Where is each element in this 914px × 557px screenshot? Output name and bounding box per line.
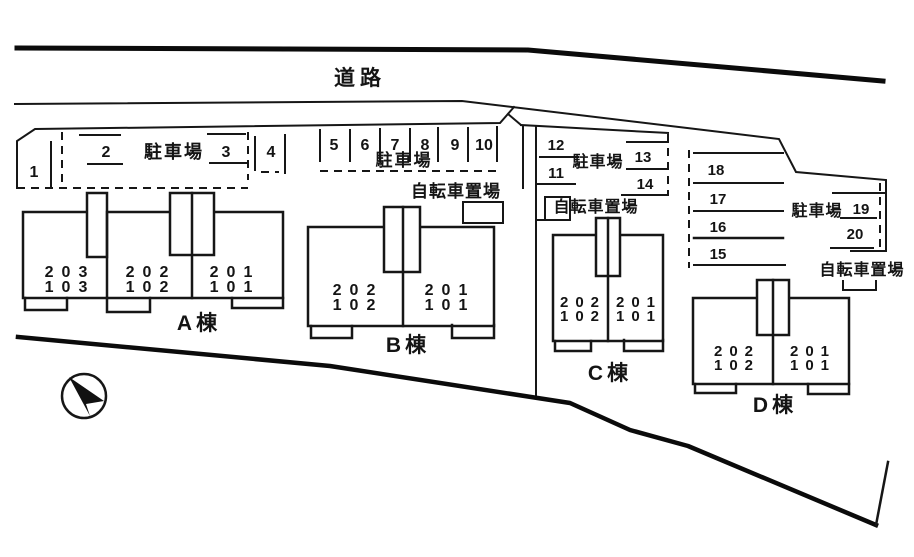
compass-needle	[69, 377, 104, 416]
compass-circle	[60, 372, 108, 420]
road-north-edge-line	[14, 45, 886, 84]
road-south-edge-line	[13, 99, 887, 252]
building-a-name: A棟	[177, 311, 221, 335]
parking-lot-label-c: 駐車場	[572, 152, 623, 171]
parking-space-17: 17	[710, 191, 727, 208]
parking-space-13: 13	[635, 149, 652, 166]
southeast-corner-line	[874, 460, 890, 527]
parking-space-18: 18	[708, 162, 725, 179]
building-a: 203 103 202 102 201 101 A棟	[21, 191, 285, 335]
parking-c-top-line	[519, 123, 670, 135]
parking-lot-label-west: 駐車場	[144, 141, 204, 162]
parking-space-8: 8	[421, 137, 430, 154]
parking-space-20: 20	[847, 226, 864, 243]
building-c-entrance	[622, 338, 665, 353]
room-number: 201	[790, 343, 836, 360]
building-c-entrance	[553, 339, 593, 353]
building-d-entrance	[806, 382, 851, 396]
road-label: 道路	[334, 66, 386, 90]
building-c: 202 102 201 101 C棟	[551, 216, 665, 385]
parking-space-1: 1	[30, 164, 39, 181]
parking-lot-label-mid: 駐車場	[376, 150, 433, 170]
parking-space-12: 12	[548, 137, 565, 154]
parking-space-6: 6	[361, 137, 370, 154]
room-number: 103	[45, 279, 96, 296]
parking-space-15: 15	[710, 246, 727, 263]
parking-space-14: 14	[637, 176, 654, 193]
room-number: 201	[210, 264, 261, 281]
parking-space-2: 2	[102, 144, 111, 161]
bicycle-parking-label-mid: 自転車置場	[411, 181, 501, 201]
north-parking-boundary-line	[16, 105, 516, 189]
building-d-name: D棟	[753, 393, 797, 417]
bicycle-shed-box	[544, 196, 571, 221]
parking-space-9: 9	[451, 137, 460, 154]
parking-space-10: 10	[475, 137, 493, 154]
building-d-entrance	[693, 382, 738, 395]
room-number: 201	[616, 294, 662, 311]
building-c-name: C棟	[588, 361, 632, 385]
room-number: 102	[560, 308, 606, 325]
room-number: 101	[790, 357, 836, 374]
road: 道路	[13, 45, 887, 252]
parking-space-19: 19	[853, 201, 870, 218]
parking-space-3: 3	[222, 144, 231, 161]
boundary-connector-line	[506, 112, 523, 127]
room-number: 102	[333, 297, 384, 314]
site-boundaries	[15, 105, 890, 528]
building-d: 202 102 201 101 D棟	[691, 278, 851, 417]
parking-area-c: 12 11 駐車場 13 14 自転車置場	[506, 112, 670, 221]
parking-area-d: 18 17 16 15 駐車場 19 20 自転車置場	[688, 150, 904, 291]
parking-row-west: 1 2 駐車場 3 4	[17, 132, 286, 189]
parking-space-7: 7	[391, 137, 400, 154]
room-number: 202	[126, 264, 177, 281]
building-a-entrance	[23, 296, 69, 312]
building-a-entrance	[105, 296, 152, 314]
south-boundary-line	[15, 334, 879, 528]
room-number: 101	[425, 297, 476, 314]
building-b: 202 102 201 101 B棟	[306, 205, 496, 357]
parking-space-11: 11	[548, 165, 564, 182]
bicycle-parking-label-c: 自転車置場	[553, 197, 638, 216]
room-number: 101	[210, 279, 261, 296]
parking-space-5: 5	[330, 137, 339, 154]
room-number: 202	[714, 343, 760, 360]
parking-row-mid: 5 6 7 8 9 10 駐車場 自転車置場	[319, 126, 504, 224]
room-number: 102	[714, 357, 760, 374]
building-a-stairwell	[85, 191, 109, 259]
room-number: 102	[126, 279, 177, 296]
bicycle-shed-box	[462, 201, 504, 224]
bicycle-parking-label-d: 自転車置場	[819, 260, 904, 279]
parking-lot-label-d: 駐車場	[791, 201, 842, 220]
building-b-entrance	[450, 323, 496, 340]
building-b-entrance	[309, 324, 354, 340]
room-number: 201	[425, 282, 476, 299]
room-number: 203	[45, 264, 96, 281]
room-number: 202	[560, 294, 606, 311]
room-number: 202	[333, 282, 384, 299]
parking-space-16: 16	[710, 219, 727, 236]
room-number: 101	[616, 308, 662, 325]
building-a-outline	[21, 210, 285, 300]
north-arrow-icon	[60, 372, 108, 420]
building-a-entrance	[230, 296, 285, 310]
parking-space-4: 4	[267, 144, 276, 161]
building-b-name: B棟	[386, 333, 430, 357]
bicycle-shed-bracket	[842, 280, 877, 291]
